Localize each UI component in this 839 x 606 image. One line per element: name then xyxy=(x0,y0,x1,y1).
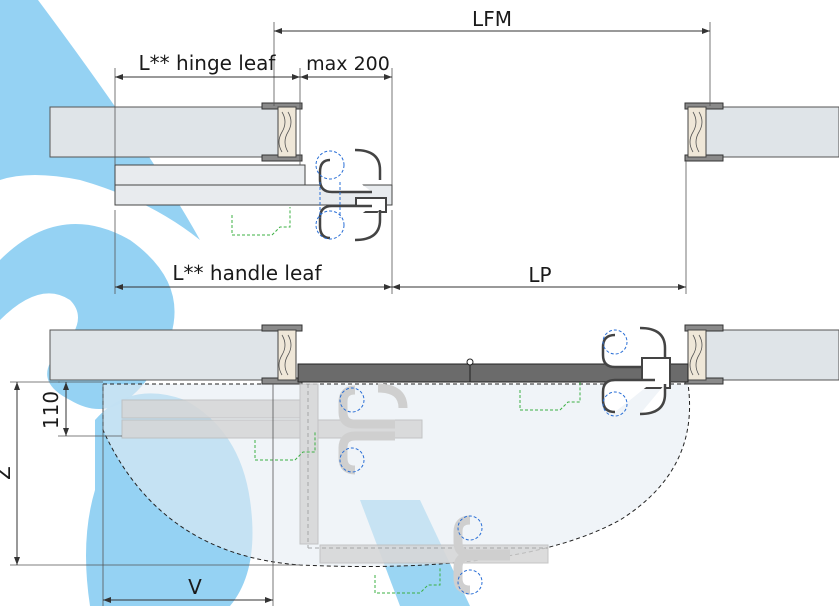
wood-grain xyxy=(695,334,703,376)
right-wall-bottom xyxy=(704,329,839,381)
wood-grain xyxy=(278,111,286,153)
label-hinge-leaf: L** hinge leaf xyxy=(139,51,277,75)
dim-110: 110 xyxy=(39,381,122,437)
wood-grain xyxy=(695,111,703,153)
left-frame-wood-2 xyxy=(277,329,297,381)
wood-grain xyxy=(284,111,292,153)
right-frame-wood xyxy=(687,106,707,158)
dim-v: V xyxy=(102,384,274,606)
left-wall-bottom xyxy=(49,329,281,381)
closed-door-leaves xyxy=(297,363,689,383)
right-wall-top xyxy=(704,106,839,158)
label-lfm: LFM xyxy=(472,7,512,31)
hinge-pin xyxy=(466,358,474,366)
handle-outline-green xyxy=(231,207,291,236)
handle-outline-green-2 xyxy=(519,382,581,411)
ghost-handle-1 xyxy=(338,383,408,475)
left-frame-wood xyxy=(277,106,297,158)
label-handle-leaf: L** handle leaf xyxy=(172,261,322,285)
dim-hinge-leaf: L** hinge leaf max 200 xyxy=(114,51,393,185)
dim-handle-leaf: L** handle leaf LP xyxy=(114,160,687,294)
wood-grain xyxy=(689,111,697,153)
wood-grain xyxy=(278,334,286,376)
left-wall-top xyxy=(49,106,281,158)
ghost-handle-2 xyxy=(453,515,510,595)
dim-z: Z xyxy=(0,381,300,566)
label-lp: LP xyxy=(528,263,551,287)
label-v: V xyxy=(188,575,202,599)
wood-grain xyxy=(689,334,697,376)
hinge-leaf xyxy=(114,164,306,186)
label-z: Z xyxy=(0,466,15,480)
label-max-200: max 200 xyxy=(306,53,390,75)
ghost-outline-green-2 xyxy=(374,567,441,594)
dim-lfm: LFM xyxy=(273,7,711,106)
handle-bottom xyxy=(601,326,671,417)
label-110: 110 xyxy=(39,391,63,429)
handle-top xyxy=(315,148,387,242)
wood-grain xyxy=(284,334,292,376)
ghost-outline-green-1 xyxy=(254,432,316,461)
right-frame-wood-2 xyxy=(687,329,707,381)
